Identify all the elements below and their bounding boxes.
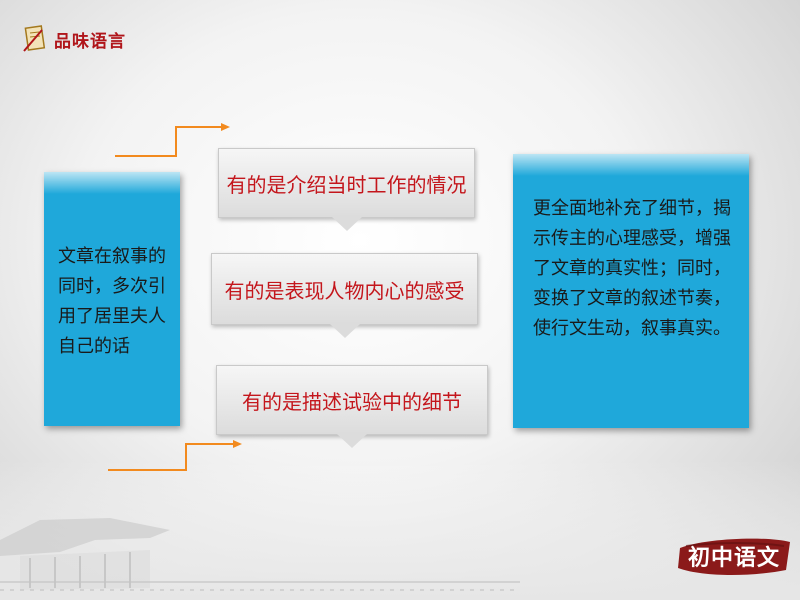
left-box-text: 文章在叙事的 同时，多次引 用了居里夫人 自己的话 [44, 172, 180, 362]
section-header: 品味语言 [20, 22, 126, 56]
left-box-line: 自己的话 [58, 336, 130, 357]
brand-text: 初中语文 [687, 545, 780, 571]
right-box-text: 更全面地补充了细节，揭 示传主的心理感受，增强 了文章的真实性；同时， 变换了文… [513, 154, 749, 344]
left-box-line: 用了居里夫人 [58, 306, 166, 327]
callout-inner-feeling: 有的是表现人物内心的感受 [211, 253, 478, 338]
right-box-line: 更全面地补充了细节，揭 [533, 198, 731, 219]
left-box-line: 同时，多次引 [58, 276, 166, 297]
left-box-line: 文章在叙事的 [58, 246, 166, 267]
right-box-line: 示传主的心理感受，增强 [533, 228, 731, 249]
ink-brush-icon [678, 538, 790, 575]
brand-badge: 初中语文 [676, 534, 792, 578]
callout-work-situation: 有的是介绍当时工作的情况 [218, 148, 475, 231]
callout-text: 有的是介绍当时工作的情况 [226, 172, 467, 197]
ink-house-decoration [0, 460, 800, 600]
callout-experiment-detail: 有的是描述试验中的细节 [216, 365, 488, 448]
left-summary-box: 文章在叙事的 同时，多次引 用了居里夫人 自己的话 [44, 172, 180, 426]
right-box-line: 了文章的真实性；同时， [533, 258, 731, 279]
right-effect-box: 更全面地补充了细节，揭 示传主的心理感受，增强 了文章的真实性；同时， 变换了文… [513, 154, 749, 428]
scroll-icon [23, 25, 46, 52]
callout-text: 有的是描述试验中的细节 [242, 389, 462, 414]
right-box-line: 变换了文章的叙述节奏， [533, 288, 731, 309]
header-title: 品味语言 [54, 31, 126, 52]
callout-text: 有的是表现人物内心的感受 [224, 278, 465, 303]
right-box-line: 使行文生动，叙事真实。 [533, 318, 731, 339]
